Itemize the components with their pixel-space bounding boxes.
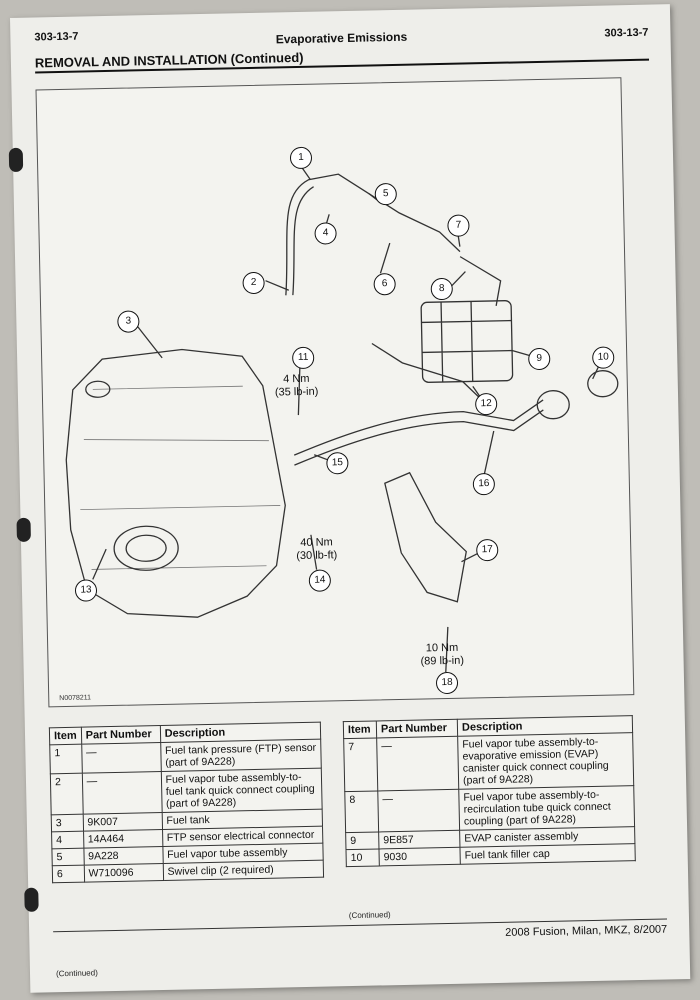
cell-part-number: 9K007 <box>82 812 163 832</box>
cell-part-number: 9030 <box>378 847 461 866</box>
cell-item: 10 <box>345 848 380 867</box>
cell-part-number: — <box>377 789 460 832</box>
torque-imperial: (30 lb-ft) <box>296 549 338 563</box>
exploded-diagram: 1 2 3 4 5 6 7 8 9 10 11 12 13 14 15 16 1… <box>35 77 635 708</box>
torque-metric: 4 Nm <box>283 372 310 386</box>
diagram-illustration <box>65 164 619 673</box>
cell-part-number: — <box>81 771 162 815</box>
column-header: Part Number <box>80 725 161 745</box>
continued-note-left: (Continued) <box>55 968 98 979</box>
figure-id: N0078211 <box>59 694 92 703</box>
cell-description: Fuel tank filler cap <box>459 843 636 865</box>
cell-description: Fuel vapor tube assembly-to-fuel tank qu… <box>160 768 323 813</box>
binder-hole <box>8 147 24 173</box>
cell-item: 7 <box>343 737 378 792</box>
table-row: 2 — Fuel vapor tube assembly-to-fuel tan… <box>50 768 323 815</box>
cell-description: Fuel tank pressure (FTP) sensor (part of… <box>160 739 322 772</box>
cell-part-number: 14A464 <box>83 829 163 849</box>
binder-hole <box>16 517 31 542</box>
torque-spec-14: 40 Nm (30 lb-ft) <box>296 536 338 563</box>
torque-spec-11: 4 Nm (35 lb-in) <box>275 373 319 400</box>
section-number-right: 303-13-7 <box>604 26 649 40</box>
torque-metric: 40 Nm <box>300 536 333 550</box>
page-header: 303-13-7 Evaporative Emissions 303-13-7 … <box>34 19 650 74</box>
column-header: Part Number <box>376 719 458 738</box>
cell-description: Fuel vapor tube assembly-to-evaporative … <box>457 732 634 790</box>
table-row: 7 — Fuel vapor tube assembly-to-evaporat… <box>343 732 634 792</box>
cell-part-number: W710096 <box>83 863 164 883</box>
column-header: Item <box>343 720 377 739</box>
cell-item: 8 <box>344 790 379 833</box>
parts-table-left: Item Part Number Description 1 — Fuel ta… <box>48 721 325 884</box>
torque-imperial: (35 lb-in) <box>274 385 319 399</box>
column-header: Item <box>49 727 82 745</box>
cell-item: 2 <box>50 773 83 815</box>
torque-metric: 10 Nm <box>425 641 459 655</box>
manual-page: 303-13-7 Evaporative Emissions 303-13-7 … <box>8 4 691 993</box>
binder-hole <box>24 887 39 912</box>
torque-spec-18: 10 Nm (89 lb-in) <box>420 642 464 669</box>
cell-description: Swivel clip (2 required) <box>162 860 324 881</box>
page-title: Evaporative Emissions <box>275 29 408 47</box>
cell-item: 6 <box>52 865 85 883</box>
cell-item: 1 <box>49 744 82 774</box>
cell-part-number: — <box>376 736 459 791</box>
cell-part-number: 9A228 <box>83 846 163 866</box>
cell-item: 4 <box>51 831 84 849</box>
cell-item: 3 <box>51 814 84 832</box>
cell-item: 9 <box>345 831 379 850</box>
cell-part-number: — <box>81 742 161 774</box>
cell-description: Fuel vapor tube assembly-to-recirculatio… <box>458 785 635 831</box>
parts-table-right: Item Part Number Description 7 — Fuel va… <box>342 715 636 868</box>
page-footer: 2008 Fusion, Milan, MKZ, 8/2007 <box>505 923 668 939</box>
table-row: 8 — Fuel vapor tube assembly-to-recircul… <box>344 785 635 833</box>
cell-part-number: 9E857 <box>378 830 460 849</box>
torque-imperial: (89 lb-in) <box>420 654 465 668</box>
continued-note-right: (Continued) <box>348 910 391 921</box>
cell-item: 5 <box>51 848 84 866</box>
